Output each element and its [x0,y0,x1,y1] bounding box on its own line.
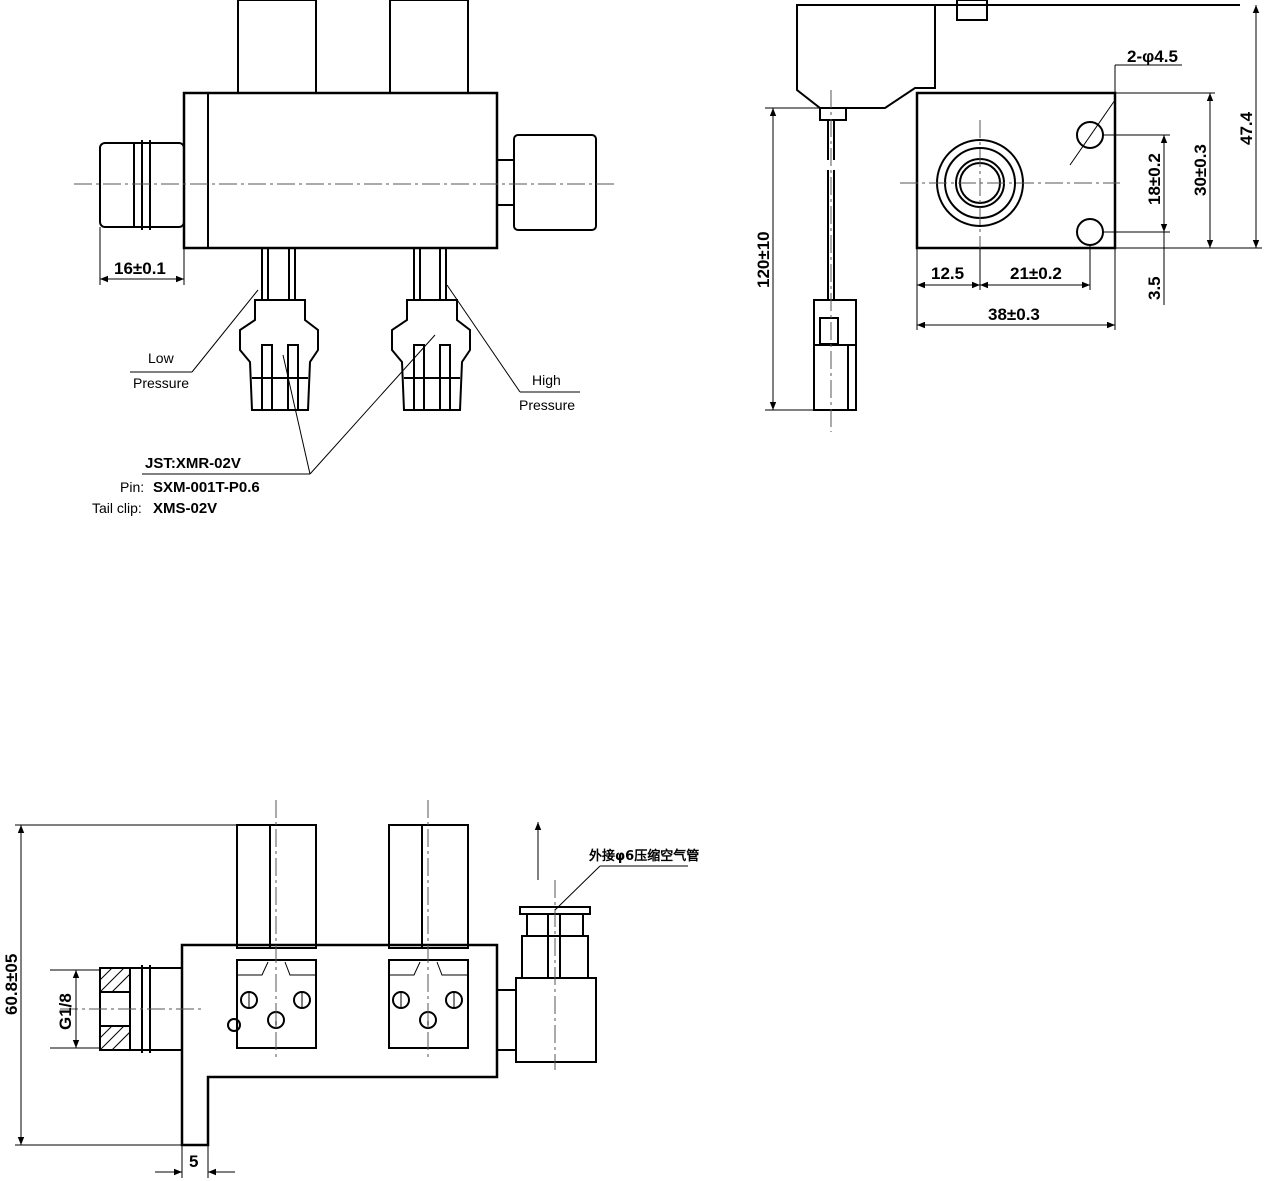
dim-wire-length: 120±10 [754,231,773,288]
dim-thread: G1/8 [56,993,75,1030]
dim-foot: 5 [189,1152,198,1171]
coil-right [389,0,469,94]
dim-overall-height: 60.8±05 [2,954,21,1015]
coil-housing [796,4,936,109]
push-in-fitting [497,906,597,1063]
front-view: 16±0.1 Low Pressure Hig [74,0,618,517]
wire-connector [813,299,857,411]
dim-left-offset: 12.5 [931,264,964,283]
label-low-pressure: Pressure [133,375,189,391]
bottom-view: G1/8 外接φ6压缩空气管 60.8±05 5 [2,800,699,1178]
connector-right [391,248,471,411]
coil-left [237,0,317,94]
connector-tail-value: XMS-02V [153,500,217,517]
label-high-pressure: Pressure [519,397,575,413]
dim-height-body: 30±0.3 [1191,144,1210,196]
dim-hole-offset: 3.5 [1145,276,1164,300]
outlet-port [513,134,597,231]
dim-height-total: 47.4 [1237,111,1256,145]
side-body [915,91,1117,250]
connector-pin-label: Pin: [120,479,144,495]
connector-pin-value: SXM-001T-P0.6 [153,479,260,496]
label-low: Low [148,350,175,366]
side-view: 2-φ4.5 120±10 47.4 30±0.3 18±0.2 [754,0,1262,432]
dim-port-length: 16±0.1 [114,259,166,278]
connector-jst: JST:XMR-02V [145,455,241,472]
dim-center-spacing: 21±0.2 [1010,264,1062,283]
label-high: High [532,372,561,388]
annotation-tube: 外接φ6压缩空气管 [588,848,699,864]
dim-holes: 2-φ4.5 [1127,47,1178,66]
mounting-hole-bottom [1076,218,1104,246]
connector-tail-label: Tail clip: [92,500,142,516]
valve-body [182,91,499,250]
mounting-hole-top [1076,121,1104,149]
dim-hole-spacing: 18±0.2 [1145,153,1164,205]
connector-left [239,248,319,411]
dim-width: 38±0.3 [988,305,1040,324]
